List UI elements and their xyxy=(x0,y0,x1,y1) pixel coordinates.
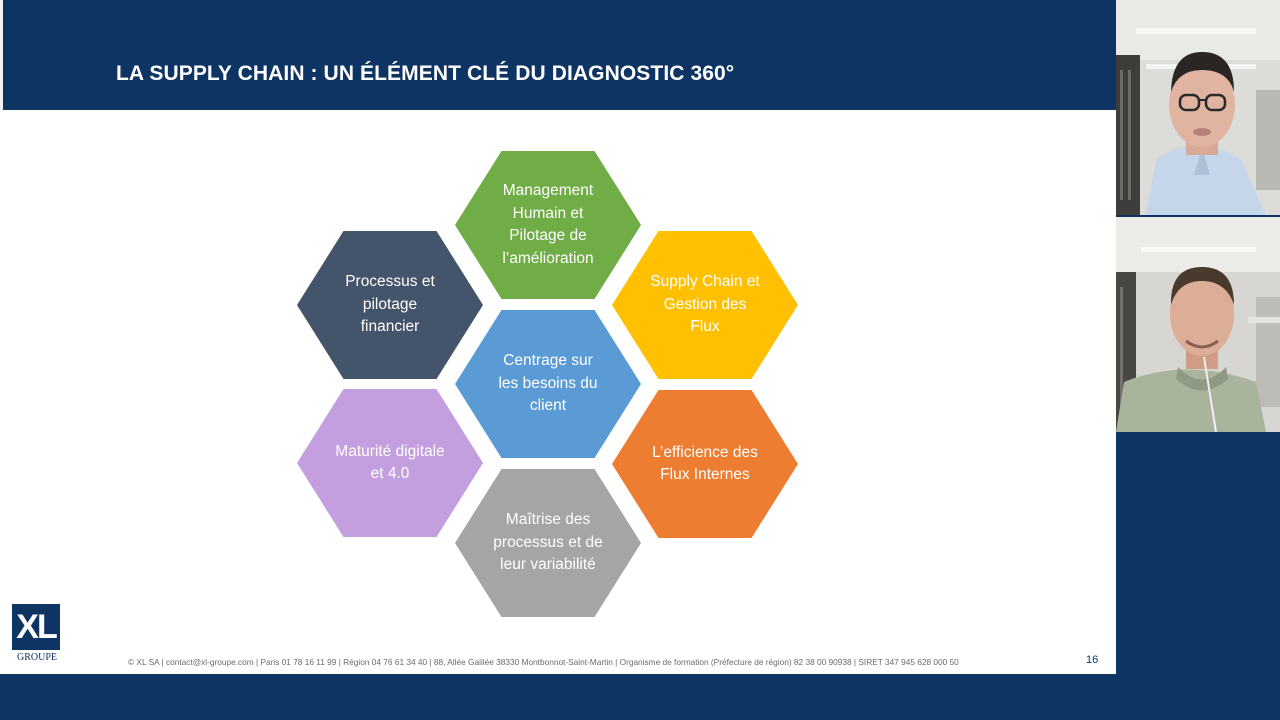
xl-logo-subtitle: GROUPE xyxy=(16,652,57,663)
slide-title: LA SUPPLY CHAIN : UN ÉLÉMENT CLÉ DU DIAG… xyxy=(116,62,735,85)
hex-efficience-flux-text: L’efficience des Flux Internes xyxy=(652,443,758,484)
slide-footer: © XL SA | contact@xl-groupe.com | Paris … xyxy=(128,657,959,667)
hex-processus-financier-text: Processus et pilotage financier xyxy=(345,273,435,336)
hex-maturite-digitale: Maturité digitale et 4.0 xyxy=(297,389,483,537)
hex-efficience-flux: L’efficience des Flux Internes xyxy=(612,390,798,538)
xl-logo-mark: XL xyxy=(12,604,60,650)
presentation-slide: LA SUPPLY CHAIN : UN ÉLÉMENT CLÉ DU DIAG… xyxy=(0,0,1116,674)
hex-centrage-client: Centrage sur les besoins du client xyxy=(455,310,641,458)
hex-management: Management Humain et Pilotage de l’améli… xyxy=(455,151,641,299)
hex-supply-chain-text: Supply Chain et Gestion des Flux xyxy=(650,273,760,336)
participant-video-1[interactable] xyxy=(1116,0,1280,215)
xl-groupe-logo: XL GROUPE xyxy=(12,604,62,666)
participant-video-2[interactable] xyxy=(1116,217,1280,432)
hex-centrage-client-text: Centrage sur les besoins du client xyxy=(498,352,598,415)
hex-processus-financier: Processus et pilotage financier xyxy=(297,231,483,379)
hex-supply-chain: Supply Chain et Gestion des Flux xyxy=(612,231,798,379)
hex-maitrise-processus: Maîtrise des processus et de leur variab… xyxy=(455,469,641,617)
page-number: 16 xyxy=(1086,654,1099,666)
hex-management-text: Management Humain et Pilotage de l’améli… xyxy=(502,182,594,267)
slide-header: LA SUPPLY CHAIN : UN ÉLÉMENT CLÉ DU DIAG… xyxy=(0,0,1116,110)
hex-maitrise-processus-text: Maîtrise des processus et de leur variab… xyxy=(493,511,603,574)
participant-1-video-frame xyxy=(1116,0,1280,215)
participant-2-video-frame xyxy=(1116,217,1280,432)
hex-maturite-digitale-text: Maturité digitale et 4.0 xyxy=(335,442,445,483)
xl-logo-letters: XL xyxy=(16,608,57,646)
